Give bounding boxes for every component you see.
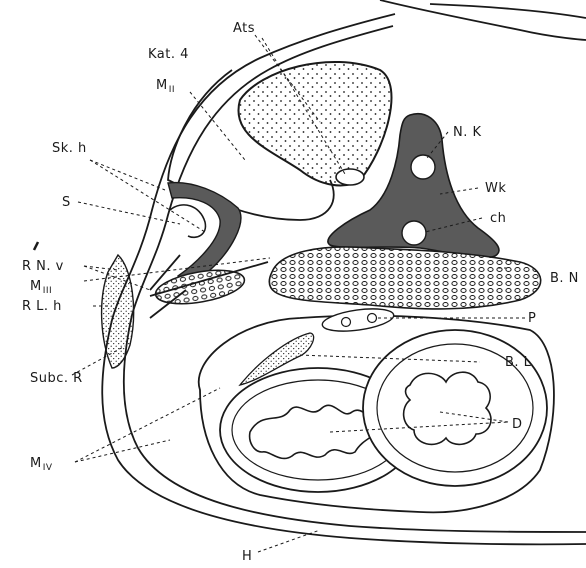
label-wk: Wk — [485, 181, 506, 196]
kat4-vessel — [336, 169, 364, 185]
label-ch: ch — [490, 211, 506, 226]
label-h: H — [242, 549, 252, 564]
stray-mark — [34, 242, 38, 250]
label-d: D — [512, 417, 523, 432]
rlh-region — [102, 255, 134, 368]
label-nk: N. K — [453, 125, 482, 140]
ch-chorda — [402, 221, 426, 245]
label-ats: Ats — [233, 21, 255, 36]
label-skh: Sk. h — [52, 141, 87, 156]
label-m3: MIII — [30, 279, 52, 296]
p-vessel — [321, 305, 395, 335]
label-bl: B. L — [505, 355, 532, 370]
label-p: P — [528, 311, 536, 326]
label-m2: MII — [156, 78, 175, 95]
label-rnv: R N. v — [22, 259, 64, 274]
label-bn: B. N — [550, 271, 579, 286]
label-rlh: R L. h — [22, 299, 62, 314]
ats-region — [238, 62, 391, 186]
gut-section-right — [363, 330, 547, 486]
label-s: S — [62, 195, 71, 210]
label-subcr: Subc. R — [30, 371, 83, 386]
bn-band — [269, 247, 540, 309]
nk-notochord — [411, 155, 435, 179]
label-kat4: Kat. 4 — [148, 47, 189, 62]
label-m4: MIV — [30, 456, 53, 473]
